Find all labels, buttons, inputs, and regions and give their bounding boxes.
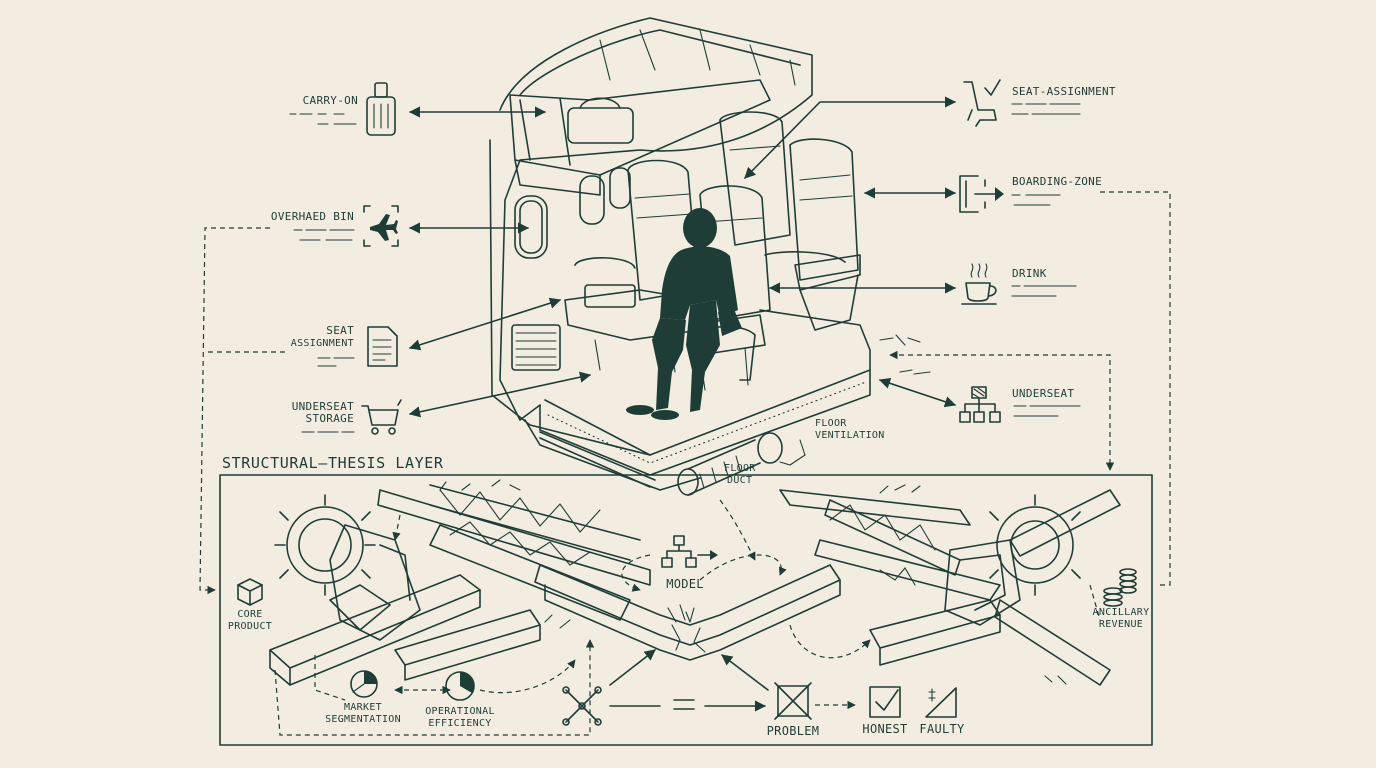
airplane-icon [363, 205, 399, 247]
core-product-label-1: CORE [237, 609, 263, 620]
seat-check-icon [963, 79, 1001, 127]
market-segmentation-label-1: MARKET [344, 702, 382, 713]
core-product-label-2: PRODUCT [227, 621, 273, 632]
cabin-illustration [489, 17, 931, 496]
underseat-storage-label-2: STORAGE [305, 412, 354, 425]
faulty-label: FAULTY [919, 722, 965, 736]
problem-label: PROBLEM [766, 724, 820, 738]
coins-icon [1103, 568, 1137, 607]
boarding-zone-label: BOARDING-ZONE [1012, 175, 1102, 188]
pie-chart-icon [350, 670, 378, 698]
layer-title: STRUCTURAL–THESIS LAYER [222, 454, 444, 472]
model-label: MODEL [666, 577, 704, 591]
ancillary-revenue-label-1: ANCILLARY [1092, 607, 1150, 618]
floor-duct-label-1: FLOOR [724, 463, 756, 474]
label-scribbles [289, 103, 1081, 433]
checkbox-icon [869, 686, 901, 718]
seat-assignment-right-label: SEAT-ASSIGNMENT [1012, 85, 1116, 98]
cart-icon [361, 399, 402, 435]
floor-ventilation-label-1: FLOOR [815, 418, 847, 429]
luggage-icon [366, 82, 396, 136]
boarding-door-icon [959, 175, 1004, 213]
hierarchy-icon [959, 386, 1001, 423]
market-segmentation-label-2: SEGMENTATION [325, 714, 401, 725]
seat-assignment-label-2: ASSIGNMENT [290, 338, 354, 349]
document-icon [367, 326, 398, 367]
seat-assignment-label-1: SEAT [326, 324, 354, 337]
floor-ventilation-label-2: VENTILATION [815, 430, 885, 441]
underseat-right-label: UNDERSEAT [1012, 387, 1075, 400]
carry-on-label: CARRY-ON [302, 94, 358, 107]
floor-duct-label-2: DUCT [727, 475, 753, 486]
x-box-icon [774, 682, 812, 720]
beam-structure [269, 479, 1121, 686]
operational-efficiency-label-2: EFFICIENCY [428, 718, 492, 729]
triangle-icon [925, 687, 957, 718]
coffee-cup-icon [961, 263, 997, 305]
honest-label: HONEST [862, 722, 908, 736]
overhead-bin-label: OVERHAED BIN [270, 210, 354, 223]
connectors-left [199, 106, 592, 595]
network-icon [562, 686, 602, 726]
layer-flows [274, 499, 1101, 736]
model-flow-icon [661, 535, 718, 568]
connectors-right [744, 96, 1171, 586]
drink-label: DRINK [1012, 267, 1047, 280]
cube-icon [237, 578, 263, 606]
ancillary-revenue-label-2: REVENUE [1098, 619, 1144, 630]
operational-efficiency-label-1: OPERATIONAL [425, 706, 495, 717]
pie-chart-icon-2 [445, 671, 475, 701]
structural-layer-frame [219, 474, 1153, 746]
equals-icon [673, 699, 695, 710]
underseat-storage-label-1: UNDERSEAT [291, 400, 354, 413]
